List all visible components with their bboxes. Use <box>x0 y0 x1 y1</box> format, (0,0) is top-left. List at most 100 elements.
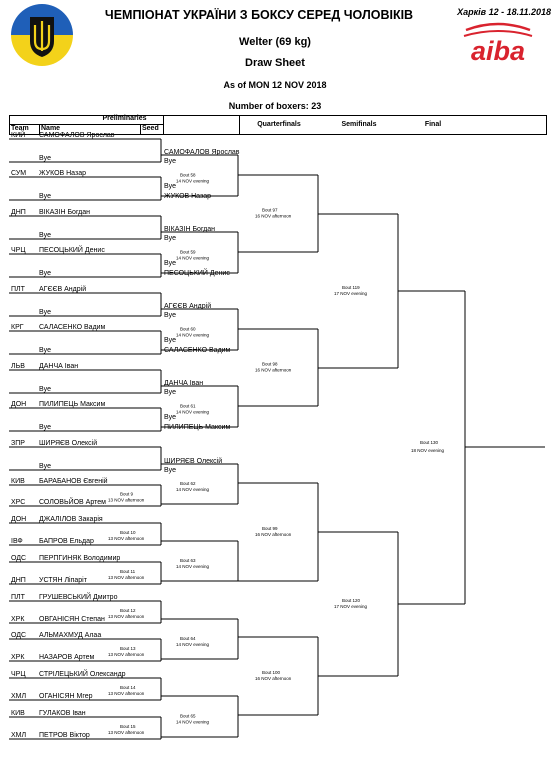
bye-label: Bye <box>39 309 51 316</box>
bye-label: Bye <box>164 183 176 190</box>
bout-time: 17 NOV evening <box>334 291 368 296</box>
entry-name: ПЕРПГИНЯК Володимир <box>39 555 120 562</box>
entry-name: УСТЯН Ліпаріт <box>39 576 88 584</box>
bout-time: 14 NOV evening <box>176 642 210 647</box>
entry-team: ЗПР <box>11 440 25 447</box>
name-header: Name <box>41 125 61 132</box>
bout-number: Bout 63 <box>180 558 196 563</box>
boxers-count: Number of boxers: 23 <box>228 101 322 111</box>
bye-label: Bye <box>164 337 176 344</box>
bout-number: Bout 98 <box>262 362 278 367</box>
bout-number: Bout 15 <box>120 724 136 729</box>
bout-time: 13 NOV afternoon <box>108 652 145 657</box>
entry-team: ПЛТ <box>11 594 26 601</box>
entry-name: ОВГАНІСЯН Степан <box>39 616 105 623</box>
preliminaries-header: Preliminaries <box>102 115 147 122</box>
bye-label: Bye <box>164 235 176 242</box>
championship-title: ЧЕМПІОНАТ УКРАЇНИ З БОКСУ СЕРЕД ЧОЛОВІКІ… <box>104 8 414 22</box>
bout-time: 13 NOV afternoon <box>108 614 145 619</box>
entry-team: ХРК <box>11 616 25 623</box>
bout-number: Bout 97 <box>262 208 278 213</box>
bout-number: Bout 11 <box>120 569 136 574</box>
bout-time: 16 NOV afternoon <box>255 532 292 537</box>
bye-label: Bye <box>39 463 51 470</box>
bout-time: 13 NOV afternoon <box>108 730 145 735</box>
entry-team: КИВ <box>11 710 25 717</box>
bout-time: 14 NOV evening <box>176 179 210 184</box>
entry-name: СОЛОВЬЙОВ Артем <box>39 497 106 506</box>
entry-name: ГРУШЕВСЬКИЙ Дмитро <box>39 592 118 601</box>
entry-team: ХРК <box>11 654 25 661</box>
bout-time: 17 NOV evening <box>334 604 368 609</box>
bout-number: Bout 12 <box>120 608 136 613</box>
quarterfinals-header: Quarterfinals <box>257 121 301 128</box>
bout-time: 14 NOV evening <box>176 564 210 569</box>
winner-name: ВІКАЗІН Богдан <box>164 226 215 233</box>
entry-name: ЖУКОВ Назар <box>39 170 86 177</box>
bye-label: Bye <box>164 389 176 396</box>
bout-number: Bout 58 <box>180 173 196 178</box>
bout-time: 14 NOV evening <box>176 410 210 415</box>
entry-name: САЛАСЕНКО Вадим <box>39 324 106 331</box>
entry-team: ОДС <box>11 555 26 562</box>
bout-number: Bout 13 <box>120 646 136 651</box>
entry-name: САМОФАЛОВ Ярослав <box>39 132 115 139</box>
entry-team: ЛЬВ <box>11 363 25 370</box>
winner-name: ПЕСОЦЬКИЙ Денис <box>164 268 230 277</box>
entry-team: КИВ <box>11 478 25 485</box>
bout-number: Bout 65 <box>180 714 196 719</box>
entry-name: АГЄЄВ Андрій <box>39 285 86 293</box>
bye-label: Bye <box>39 270 51 277</box>
winner-name: САЛАСЕНКО Вадим <box>164 347 231 354</box>
entry-name: ПЕСОЦЬКИЙ Денис <box>39 245 105 254</box>
bye-label: Bye <box>39 424 51 431</box>
entry-name: НАЗАРОВ Артем <box>39 654 95 661</box>
entry-team: КРГ <box>11 324 24 331</box>
entry-team: ДНП <box>11 209 26 216</box>
svg-text:aiba: aiba <box>471 36 525 66</box>
bout-number: Bout 60 <box>180 327 196 332</box>
bout-time: 18 NOV evening <box>411 448 445 453</box>
entry-name: БАПРОВ Ельдар <box>39 538 94 545</box>
bout-number: Bout 10 <box>120 530 136 535</box>
entry-name: ШИРЯЄВ Олексій <box>39 439 97 447</box>
seed-header: Seed <box>142 125 159 132</box>
bout-number: Bout 61 <box>180 404 196 409</box>
bye-label: Bye <box>39 347 51 354</box>
entry-team: ДОН <box>11 401 26 408</box>
bye-label: Bye <box>39 193 51 200</box>
bye-label: Bye <box>164 467 176 474</box>
bout-time: 13 NOV afternoon <box>108 575 145 580</box>
entry-name: ГУЛАКОВ Іван <box>39 710 86 717</box>
entry-team: ЧРЦ <box>11 671 26 678</box>
entry-team: ХМЛ <box>11 693 27 700</box>
bye-label: Bye <box>39 386 51 393</box>
federation-logo <box>10 3 74 67</box>
bout-time: 13 NOV afternoon <box>108 691 145 696</box>
column-header: Preliminaries Team Name Seed Quarterfina… <box>9 115 547 135</box>
bye-label: Bye <box>39 232 51 239</box>
bout-number: Bout 14 <box>120 685 136 690</box>
bout-time: 14 NOV evening <box>176 256 210 261</box>
entry-name: ДЖАЛІЛОВ Закарія <box>39 515 103 523</box>
entry-team: СУМ <box>11 170 26 177</box>
entry-name: ОГАНІСЯН Мгер <box>39 693 93 700</box>
semifinals-header: Semifinals <box>341 121 377 128</box>
bout-time: 13 NOV afternoon <box>108 498 145 503</box>
bout-time: 13 NOV afternoon <box>108 536 145 541</box>
as-of-date: As of MON 12 NOV 2018 <box>223 80 327 90</box>
bout-number: Bout 62 <box>180 481 196 486</box>
team-header: Team <box>11 125 29 132</box>
bout-number: Bout 9 <box>120 492 134 497</box>
bout-number: Bout 119 <box>342 285 360 290</box>
bye-label: Bye <box>164 312 176 319</box>
bout-number: Bout 100 <box>262 670 281 675</box>
sheet-title: Draw Sheet <box>245 57 305 69</box>
entry-team: ХМЛ <box>11 732 27 739</box>
bout-number: Bout 130 <box>420 440 439 445</box>
entry-team: ДНП <box>11 577 26 584</box>
entry-name: ПЕТРОВ Віктор <box>39 731 90 739</box>
entry-name: ВІКАЗІН Богдан <box>39 209 90 216</box>
bye-label: Bye <box>164 158 176 165</box>
bout-number: Bout 64 <box>180 636 196 641</box>
